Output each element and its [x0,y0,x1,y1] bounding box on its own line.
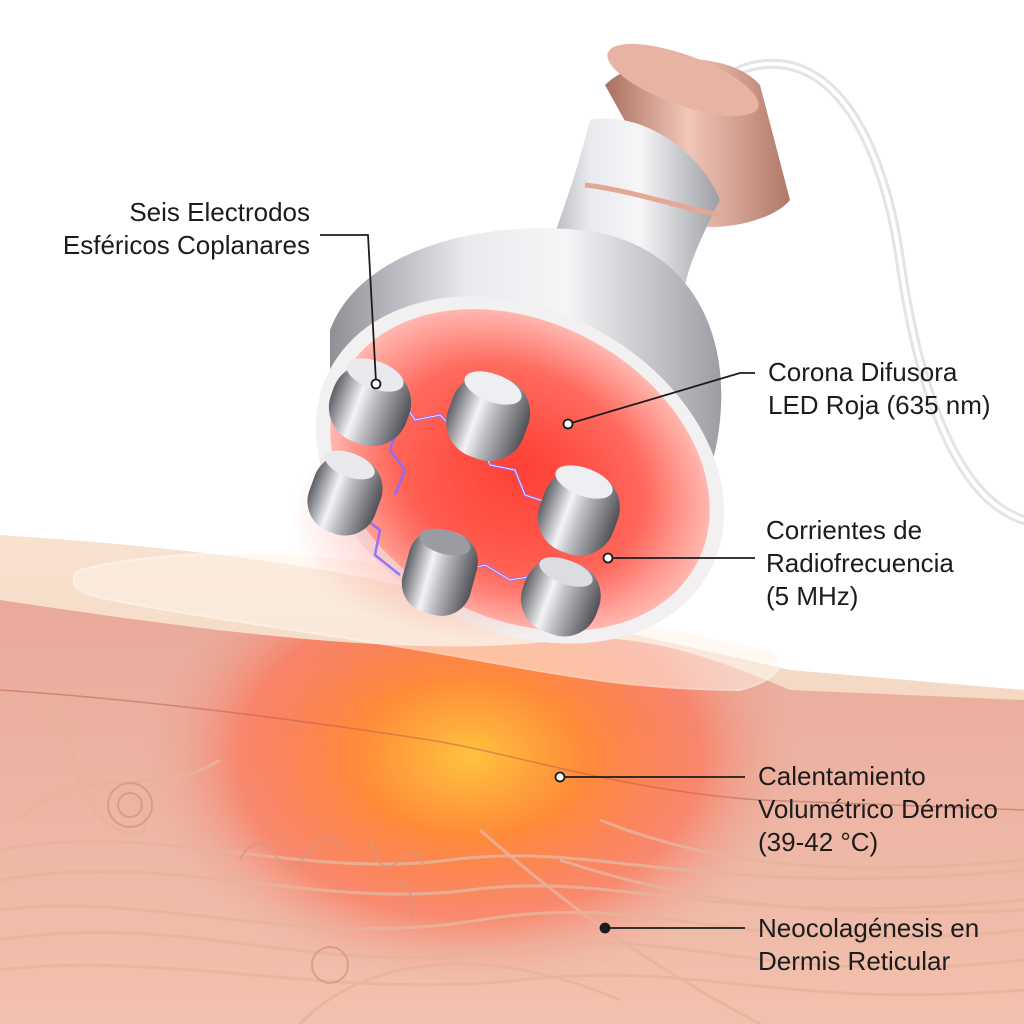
skin-cross-section [0,535,1024,1024]
label-neocollagenesis: Neocolagénesis en Dermis Reticular [758,912,979,978]
label-electrodes: Seis Electrodos Esféricos Coplanares [40,196,310,262]
label-heating-line1: Calentamiento [758,761,926,791]
electrode-icon [446,371,531,462]
electrode-icon [520,557,601,637]
label-rf-currents-line2: Radiofrecuencia [766,548,954,578]
electrode-icon [537,465,620,556]
label-heating-line3: (39-42 °C) [758,827,879,857]
label-electrodes-line1: Seis Electrodos [129,197,310,227]
label-rf-currents: Corrientes de Radiofrecuencia (5 MHz) [766,514,954,613]
label-heating-line2: Volumétrico Dérmico [758,794,998,824]
electrode-icon [401,528,478,616]
label-electrodes-line2: Esféricos Coplanares [62,230,310,260]
electrode-icon [307,450,383,536]
leader-lines [320,234,755,934]
label-rf-currents-line1: Corrientes de [766,515,923,545]
label-neocollagenesis-line1: Neocolagénesis en [758,913,980,943]
label-neocollagenesis-line2: Dermis Reticular [758,946,951,976]
collagen-fibers [0,698,1024,1024]
label-led-crown-line1: Corona Difusora [768,357,958,387]
label-heating: Calentamiento Volumétrico Dérmico (39-42… [758,760,998,859]
label-rf-currents-line3: (5 MHz) [766,581,859,611]
label-led-crown-line2: LED Roja (635 nm) [768,390,991,420]
label-led-crown: Corona Difusora LED Roja (635 nm) [768,356,991,422]
